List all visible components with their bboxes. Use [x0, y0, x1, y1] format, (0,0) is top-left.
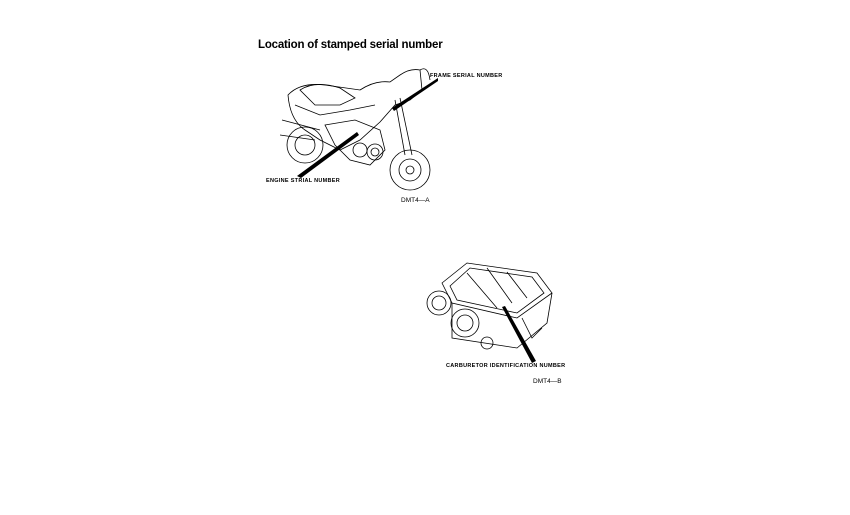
carburetor-pointer-arrow: [502, 306, 536, 363]
engine-serial-number-label: ENGINE STRIAL NUMBER: [266, 178, 341, 184]
page-title: Location of stamped serial number: [258, 39, 443, 51]
engine-pointer-arrow: [297, 132, 359, 178]
frame-serial-number-label: FRAME SERIAL NUMBER: [430, 73, 503, 79]
figure-a-code: DMT4—A: [401, 197, 430, 204]
carburetor-illustration: [426, 262, 553, 350]
carburetor-identification-number-label: CARBURETOR IDENTIFICATION NUMBER: [446, 363, 566, 369]
frame-pointer-arrow: [392, 78, 438, 111]
figure-b-code: DMT4—B: [533, 378, 562, 385]
